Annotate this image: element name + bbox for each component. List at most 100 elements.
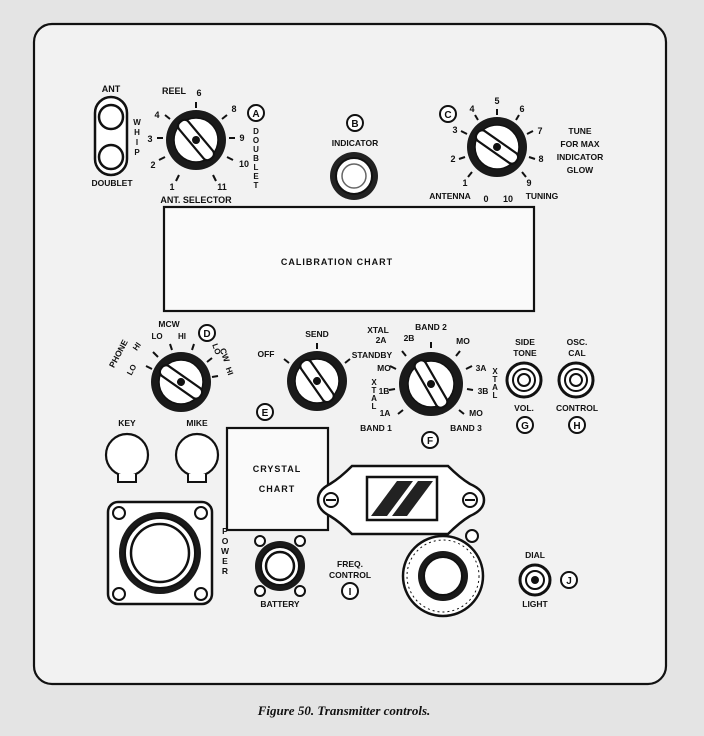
marker-h: H [568,416,586,434]
tune-note-1: TUNE [568,126,591,136]
crystal-chart-label-1: CRYSTAL [253,464,302,474]
doublet-side-o: O [253,136,259,145]
mode-switch-ticks [145,343,219,378]
mcw-hi-label: HI [178,332,186,341]
send-label: SEND [305,329,329,339]
svg-text:A: A [252,109,259,120]
band-switch-knob[interactable] [399,352,463,416]
ant-selector-ticks [157,102,235,182]
ant-tick-10: 10 [239,159,249,169]
doublet-side-d: D [253,127,259,136]
tick-2b: 2B [404,333,415,343]
svg-text:F: F [427,436,433,447]
tuning-knob[interactable] [467,117,527,177]
power-letter-e: E [222,556,228,566]
tuning-tick-0: 0 [483,194,488,204]
ant-tick-11: 11 [217,182,227,192]
power-letter-r: R [222,566,228,576]
tick-mo-top: MO [456,336,470,346]
tick-3a: 3A [476,363,487,373]
light-label: LIGHT [522,599,548,609]
tick-3b: 3B [478,386,489,396]
doublet-label: DOUBLET [91,178,133,188]
send-switch-knob[interactable] [287,351,347,411]
whip-doublet-switch[interactable] [93,95,129,177]
battery-label: BATTERY [260,599,300,609]
whip-letter-h: H [134,128,140,137]
ant-selector-label: ANT. SELECTOR [160,195,232,205]
side-tone-label-2: TONE [513,348,537,358]
tuning-tick-2: 2 [450,154,455,164]
crystal-chart-label-2: CHART [259,484,296,494]
band3-label: BAND 3 [450,423,482,433]
tick-1b: 1B [379,386,390,396]
side-tone-knob[interactable] [505,361,543,399]
tune-note-2: FOR MAX [560,139,600,149]
ant-tick-6: 6 [196,88,201,98]
marker-i: I [341,582,359,600]
ant-selector-knob[interactable] [166,110,226,170]
doublet-side-e: E [253,172,259,181]
tuning-tick-6: 6 [519,104,524,114]
marker-g: G [516,416,534,434]
tuning-tick-5: 5 [494,96,499,106]
mike-label: MIKE [186,418,208,428]
doublet-side-t: T [254,181,259,190]
svg-text:C: C [444,110,451,121]
ant-tick-3: 3 [147,134,152,144]
band2-label: BAND 2 [415,322,447,332]
ant-label: ANT [102,84,121,94]
tick-1a: 1A [380,408,391,418]
svg-text:E: E [262,408,269,419]
tuning-tick-8: 8 [538,154,543,164]
crystal-chart [225,426,330,532]
whip-letter-p: P [134,148,140,157]
ant-tick-9: 9 [239,133,244,143]
freq-control-knob[interactable] [401,529,485,618]
ant-tick-1: 1 [169,182,174,192]
mike-jack[interactable] [174,432,220,483]
doublet-side-l: L [254,163,259,172]
osc-cal-label-2: CAL [568,348,585,358]
dial-light-switch[interactable] [518,563,552,597]
marker-f: F [421,431,439,449]
key-label: KEY [118,418,136,428]
marker-d: D [198,324,216,342]
marker-j: J [560,571,578,589]
mcw-label: MCW [158,319,180,329]
vol-label: VOL. [514,403,534,413]
indicator-label: INDICATOR [332,138,378,148]
cw-hi-label: HI [224,366,235,377]
control-label: CONTROL [556,403,598,413]
svg-text:H: H [573,421,580,432]
tuning-tick-10: 10 [503,194,513,204]
band-switch-ticks [388,342,474,415]
svg-text:J: J [566,576,572,587]
ant-tick-4: 4 [154,110,159,120]
doublet-side-u: U [253,145,259,154]
cw-lo-label: LO [210,342,222,356]
crystal-window [316,464,486,536]
tune-note-3: INDICATOR [557,152,603,162]
power-letter-p: P [222,526,228,536]
tuning-tick-4: 4 [469,104,474,114]
power-letter-o: O [222,536,229,546]
send-switch-ticks [283,343,351,364]
tuning-tick-9: 9 [526,178,531,188]
freq-label-1: FREQ. [337,559,363,569]
xtal-right-l: L [493,391,498,400]
xtal-left-t: T [372,386,377,395]
power-connector[interactable] [106,500,214,606]
xtal-left-x: X [371,378,377,387]
tune-note-4: GLOW [567,165,594,175]
xtal-right-t: T [493,375,498,384]
tick-mo-right: MO [469,408,483,418]
key-jack[interactable] [104,432,150,483]
svg-text:G: G [521,421,529,432]
ant-tick-2: 2 [150,160,155,170]
osc-cal-knob[interactable] [557,361,595,399]
svg-text:I: I [349,587,352,598]
battery-connector[interactable] [254,535,306,597]
mode-switch-knob[interactable] [151,352,211,412]
band2-xtal-label: XTAL [367,325,389,335]
